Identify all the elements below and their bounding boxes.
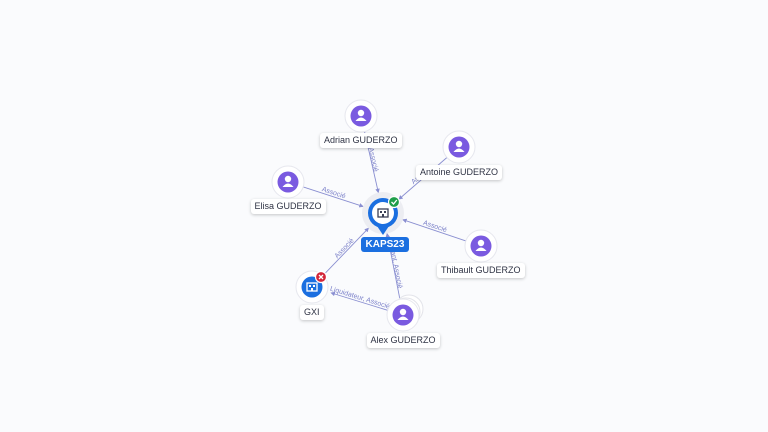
node-label-center: KAPS23 [360,237,410,252]
person-icon [397,308,409,320]
edge-thibault-center [402,218,466,242]
person-icon [282,175,294,187]
node-label-alex: Alex GUDERZO [366,333,440,348]
node-adrian[interactable] [344,99,378,133]
node-label-elisa: Elisa GUDERZO [250,199,326,214]
building-icon [377,208,389,218]
edge-gxi-center [322,227,369,276]
edge-label: Liquidateur, Associé [329,286,391,311]
edge-alex-gxi [330,291,388,311]
edge-label: Associé [367,147,379,173]
person-icon [453,140,465,152]
edge-label: Associé [321,186,347,200]
node-label-thibault: Thibault GUDERZO [437,263,525,278]
node-label-gxi: GXI [300,305,324,320]
edge-elisa-center [303,186,364,208]
edge-label: Associé [334,237,356,260]
node-center-company[interactable] [362,192,404,235]
node-gxi[interactable] [295,270,329,304]
node-label-adrian: Adrian GUDERZO [320,133,402,148]
node-alex[interactable] [386,294,424,332]
node-label-antoine: Antoine GUDERZO [416,165,503,180]
node-thibault[interactable] [464,229,498,263]
person-icon [355,109,367,121]
edge-label: Associé [422,220,448,234]
node-antoine[interactable] [442,130,476,164]
node-elisa[interactable] [271,165,305,199]
building-icon [306,282,318,292]
closed-status-badge [314,270,328,284]
active-status-badge [387,195,401,209]
person-icon [475,239,487,251]
